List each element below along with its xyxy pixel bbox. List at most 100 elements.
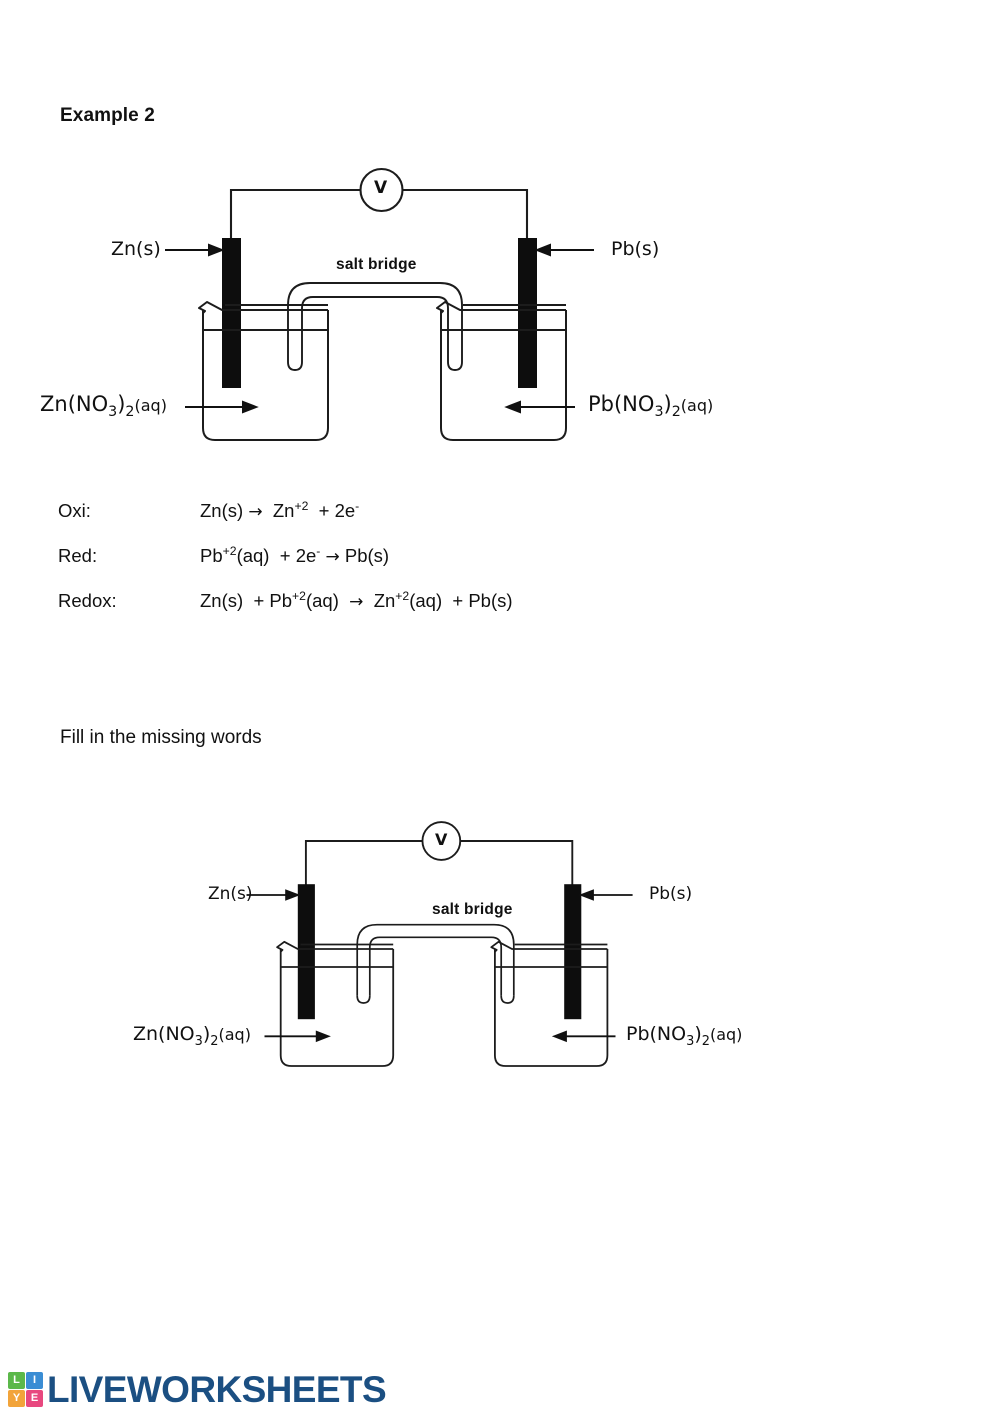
logo-tile-y: Y	[8, 1390, 25, 1407]
arrow-pb-head	[534, 243, 551, 257]
redox-product-a-state: (aq)	[409, 590, 443, 611]
equation-row-oxidation: Oxi: Zn(s) → Zn+2 + 2e-	[58, 500, 758, 545]
right-beaker-body-2	[494, 949, 609, 1067]
left-beaker-spout-2	[276, 940, 394, 953]
logo-tile-i: I	[26, 1372, 43, 1389]
page-title: Example 2	[60, 105, 155, 126]
right-solution-sub2: 2	[671, 404, 681, 421]
left-solution-sub1-2: 3	[194, 1033, 203, 1049]
wire-left-2	[304, 840, 423, 977]
oxi-product-charge: +2	[294, 498, 309, 513]
arrow-zn-sol-head-2	[315, 1030, 331, 1043]
oxi-electrons: 2e	[334, 500, 356, 521]
oxi-arrow-icon: →	[248, 502, 263, 522]
red-reactant-charge: +2	[222, 543, 237, 558]
left-beaker-body-2	[279, 949, 395, 1067]
right-beaker-body	[440, 310, 567, 441]
reduction-label: Red:	[58, 545, 98, 566]
redox-reactant-b-charge: +2	[292, 588, 306, 603]
voltmeter-icon	[359, 167, 404, 213]
red-electrons-charge: -	[316, 543, 321, 558]
cell-diagram-svg	[165, 167, 594, 441]
cell-diagram-svg-2	[246, 821, 633, 1067]
left-solution-formula: Zn(NO	[40, 392, 109, 416]
left-solution-label-2: Zn(NO3)2(aq)	[133, 1023, 251, 1048]
exercise-prompt: Fill in the missing words	[60, 727, 262, 748]
salt-bridge-label-2: salt bridge	[432, 901, 513, 918]
left-solution-sub2-2: 2	[210, 1033, 219, 1049]
red-reactant: Pb	[200, 545, 223, 566]
left-solution-sub1: 3	[108, 404, 118, 421]
wire-right	[401, 188, 529, 342]
logo-tile-e: E	[26, 1390, 43, 1407]
redox-label: Redox:	[58, 590, 117, 611]
logo-tile-grid: L I Y E	[8, 1372, 43, 1407]
oxi-electrons-charge: -	[355, 498, 360, 513]
right-solution-state: (aq)	[680, 396, 714, 415]
redox-plus-2: +	[452, 590, 464, 611]
equation-row-redox: Redox: Zn(s) + Pb+2(aq) → Zn+2(aq) + Pb(…	[58, 590, 758, 635]
galvanic-cell-diagram-example: V Zn(s) Pb(s) salt bridge Zn(NO3)2(aq) P…	[0, 150, 1000, 460]
left-solution-label: Zn(NO3)2(aq)	[40, 392, 167, 419]
logo-wordmark: LIVEWORKSHEETS	[47, 1369, 387, 1410]
redox-equation: Zn(s) + Pb+2(aq) → Zn+2(aq) + Pb(s)	[200, 590, 513, 612]
oxi-reactant: Zn(s)	[200, 500, 244, 521]
left-electrode-label: Zn(s)	[111, 238, 161, 260]
red-plus: +	[279, 545, 291, 566]
voltmeter-label: V	[374, 178, 388, 198]
left-solution-formula-2: Zn(NO	[133, 1023, 195, 1045]
left-electrode-label-2: Zn(s)	[208, 884, 253, 904]
arrow-pb-sol-head	[504, 400, 521, 414]
oxi-product: Zn	[272, 500, 295, 521]
left-beaker-spout	[198, 301, 328, 314]
arrow-pb-head-2	[578, 889, 594, 901]
oxidation-equation: Zn(s) → Zn+2 + 2e-	[200, 500, 359, 522]
right-solution-mid: )	[663, 392, 672, 416]
right-solution-sub1-2: 3	[686, 1033, 695, 1049]
red-electrons: 2e	[295, 545, 317, 566]
galvanic-cell-diagram-exercise: V Zn(s) Pb(s) salt bridge Zn(NO3)2(aq) P…	[98, 805, 998, 1095]
salt-bridge-inner-2	[368, 936, 503, 996]
redox-reactant-a: Zn(s)	[200, 590, 244, 611]
left-solution-state-2: (aq)	[218, 1025, 251, 1044]
right-solution-mid-2: )	[694, 1023, 702, 1045]
arrow-zn-head-2	[285, 889, 301, 901]
right-electrode-label-2: Pb(s)	[649, 884, 693, 904]
voltmeter-label-2: V	[435, 830, 448, 849]
left-solution-state: (aq)	[134, 396, 167, 415]
salt-bridge-end-left-2	[356, 995, 371, 1004]
arrow-pb-sol-head-2	[551, 1030, 567, 1043]
right-solution-sub1: 3	[654, 404, 664, 421]
equation-row-reduction: Red: Pb+2(aq) + 2e- → Pb(s)	[58, 545, 758, 590]
right-solution-label: Pb(NO3)2(aq)	[588, 392, 714, 419]
red-arrow-icon: →	[325, 547, 340, 567]
left-solution-mid-2: )	[202, 1023, 211, 1045]
right-electrode-label: Pb(s)	[611, 238, 660, 260]
zinc-electrode	[222, 238, 241, 388]
voltmeter-icon-2	[421, 821, 462, 861]
lead-electrode-2	[564, 884, 582, 1020]
salt-bridge-inner	[301, 296, 449, 362]
lead-electrode	[518, 238, 537, 388]
redox-arrow-icon: →	[349, 592, 364, 612]
salt-bridge-end-left	[287, 361, 303, 371]
left-solution-mid: )	[117, 392, 126, 416]
redox-plus-1: +	[253, 590, 265, 611]
oxi-plus: +	[318, 500, 330, 521]
right-beaker-spout	[436, 301, 566, 314]
left-solution-sub2: 2	[125, 404, 135, 421]
salt-bridge-label: salt bridge	[336, 256, 417, 273]
salt-bridge-end-right-2	[500, 995, 515, 1004]
right-beaker-spout-2	[490, 940, 608, 953]
right-solution-label-2: Pb(NO3)2(aq)	[626, 1023, 743, 1048]
logo-tile-l: L	[8, 1372, 25, 1389]
reduction-equation: Pb+2(aq) + 2e- → Pb(s)	[200, 545, 389, 567]
right-solution-state-2: (aq)	[709, 1025, 743, 1044]
right-solution-formula: Pb(NO	[588, 392, 655, 416]
salt-bridge-outer-2	[356, 923, 515, 996]
red-reactant-state: (aq)	[236, 545, 270, 566]
left-beaker-body	[202, 310, 329, 441]
redox-reactant-b: Pb	[269, 590, 293, 611]
right-solution-formula-2: Pb(NO	[626, 1023, 687, 1045]
